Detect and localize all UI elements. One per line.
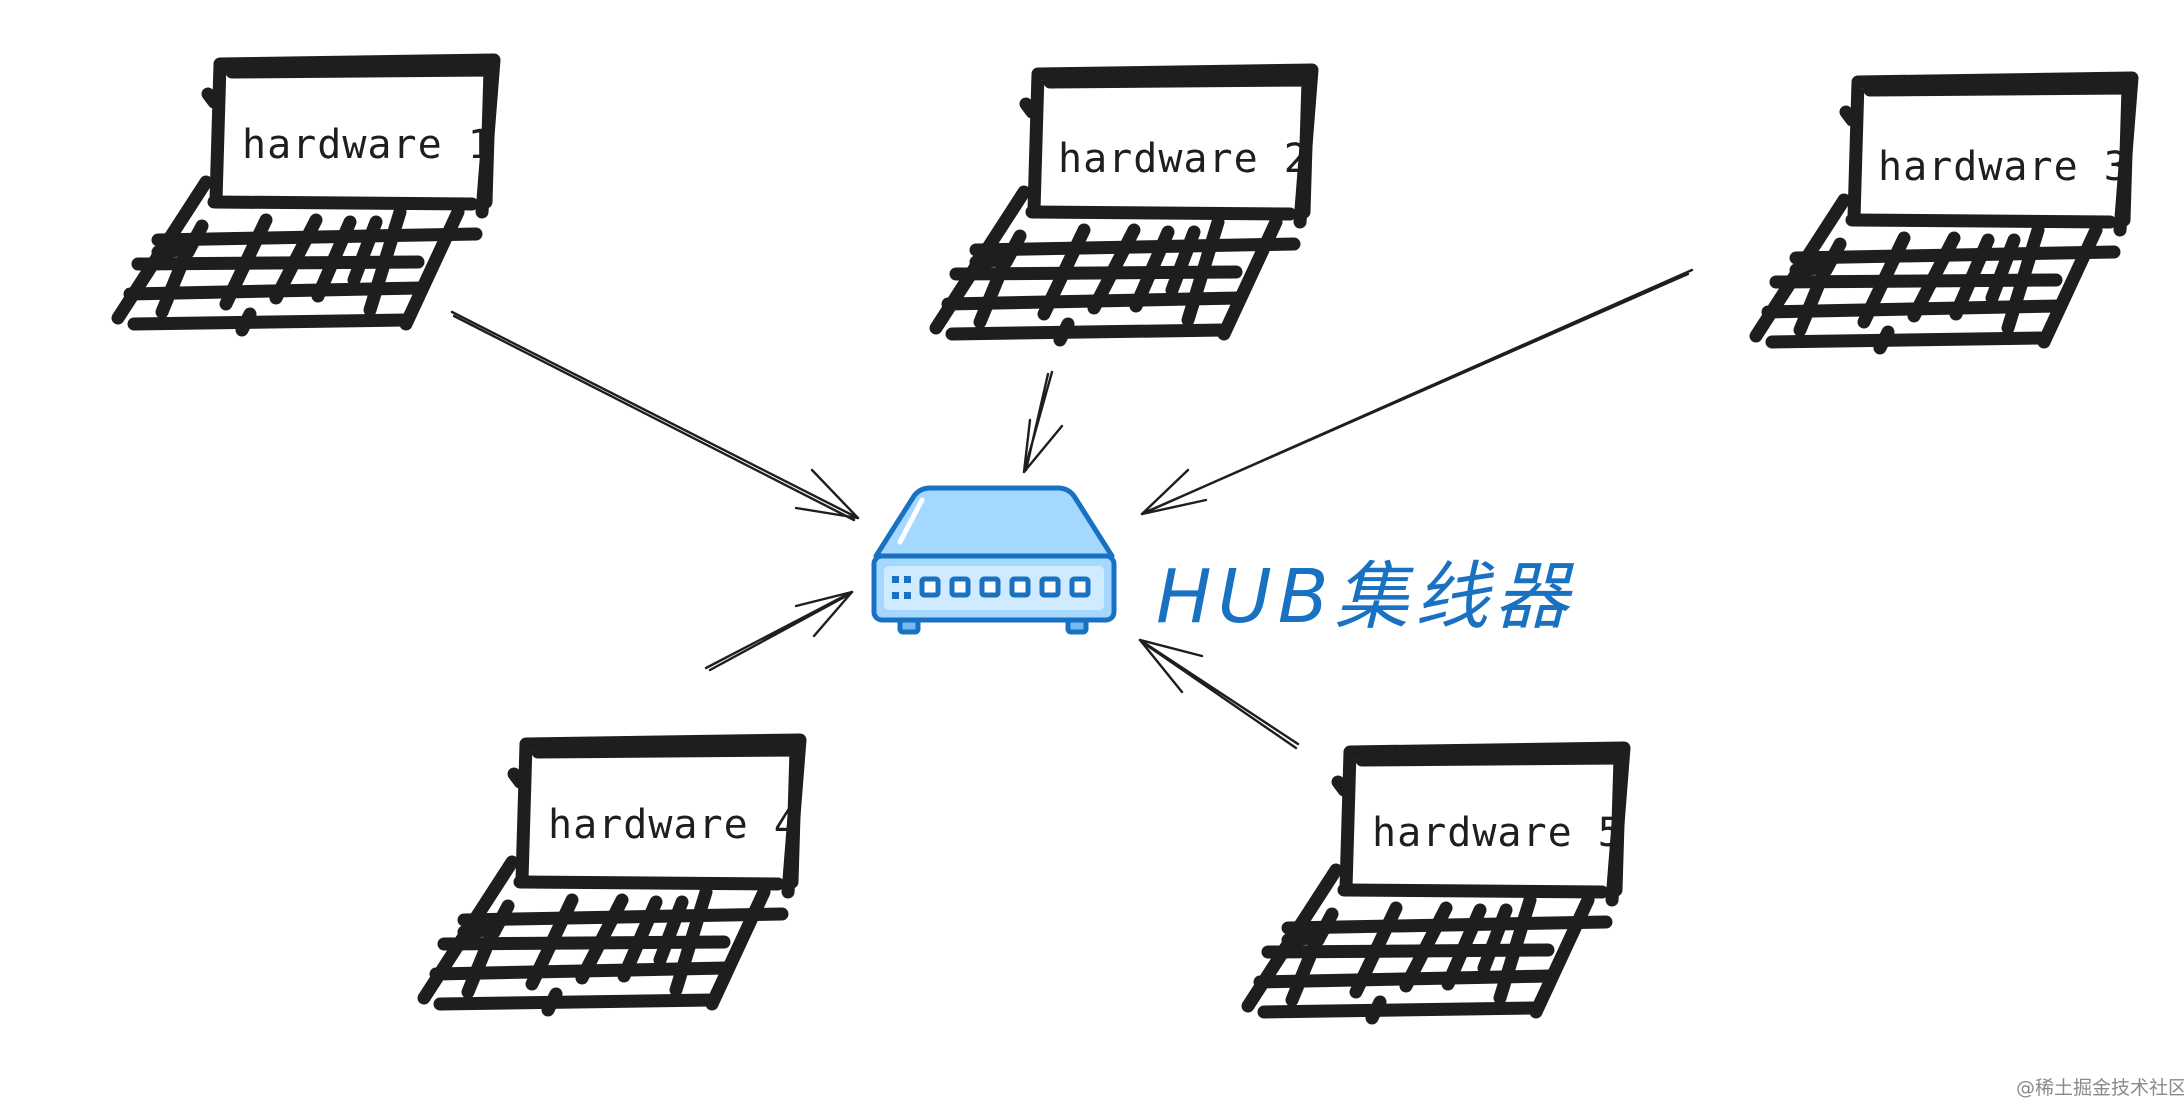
laptop-hardware-1: hardware 1 — [118, 60, 494, 330]
arrow-hardware-3-to-hub — [1140, 268, 1694, 516]
laptop-hardware-3: hardware 3 — [1756, 78, 2132, 348]
watermark: @稀土掘金技术社区 — [2016, 1077, 2184, 1099]
arrow-hardware-2-to-hub — [1022, 370, 1064, 474]
arrow-hardware-5-to-hub — [1138, 638, 1300, 750]
laptop-hardware-5: hardware 5 — [1248, 748, 1624, 1018]
laptop-label: hardware 5 — [1372, 810, 1623, 856]
hub-label: HUB集线器 — [1156, 554, 1575, 640]
arrow-hardware-4-to-hub — [704, 590, 854, 672]
hub-icon — [871, 485, 1117, 635]
laptop-label: hardware 1 — [242, 122, 493, 168]
laptop-label: hardware 4 — [548, 802, 799, 848]
laptop-hardware-2: hardware 2 — [936, 70, 1312, 340]
laptop-label: hardware 2 — [1058, 136, 1309, 182]
laptop-label: hardware 3 — [1878, 144, 2129, 190]
laptop-hardware-4: hardware 4 — [424, 740, 800, 1010]
arrow-hardware-1-to-hub — [450, 310, 860, 522]
